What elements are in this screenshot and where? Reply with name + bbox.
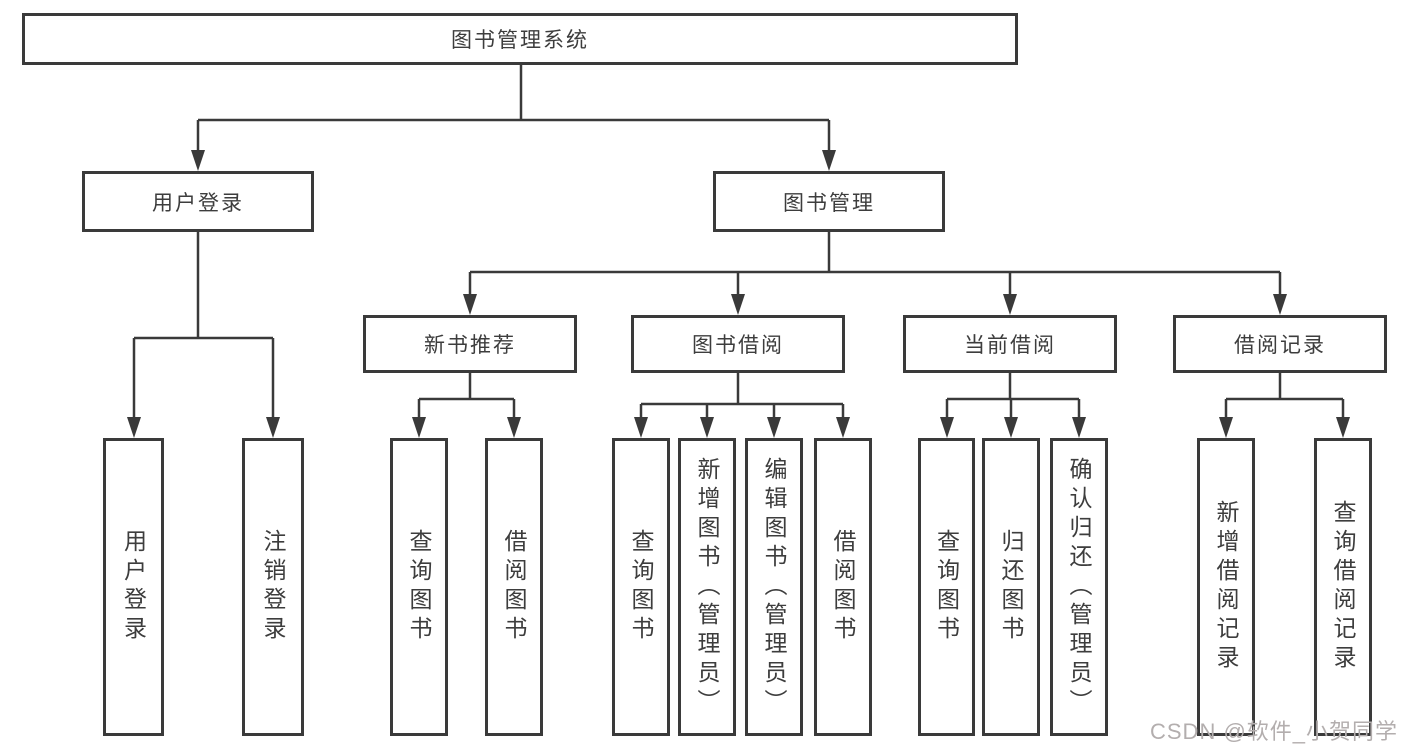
leaf-logout: 注销登录	[242, 438, 304, 736]
leaf-return-book-label: 归还图书	[998, 529, 1024, 645]
leaf-borrow-book-2: 借阅图书	[814, 438, 872, 736]
csdn-watermark: CSDN @软件_小贺同学	[1150, 719, 1399, 744]
leaf-confirm-return-admin: 确认归还（管理员）	[1050, 438, 1108, 736]
leaf-query-borrow-record: 查询借阅记录	[1314, 438, 1372, 736]
node-book-management: 图书管理	[713, 171, 945, 232]
leaf-query-book-2-label: 查询图书	[628, 529, 654, 645]
leaf-borrow-book-1-label: 借阅图书	[501, 529, 527, 645]
leaf-query-borrow-record-label: 查询借阅记录	[1330, 500, 1356, 674]
arrowhead-icons	[127, 150, 1350, 438]
node-book-borrow: 图书借阅	[631, 315, 845, 373]
leaf-query-book-1-label: 查询图书	[406, 529, 432, 645]
leaf-query-book-3-label: 查询图书	[933, 529, 960, 645]
node-borrow-records: 借阅记录	[1173, 315, 1387, 373]
leaf-user-login-label: 用户登录	[120, 529, 147, 645]
leaf-return-book: 归还图书	[982, 438, 1040, 736]
leaf-add-borrow-record: 新增借阅记录	[1197, 438, 1255, 736]
leaf-add-book-admin: 新增图书（管理员）	[678, 438, 736, 736]
node-root-system: 图书管理系统	[22, 13, 1018, 65]
leaf-query-book-3: 查询图书	[918, 438, 975, 736]
leaf-add-book-admin-label: 新增图书（管理员）	[694, 456, 720, 718]
leaf-edit-book-admin: 编辑图书（管理员）	[745, 438, 803, 736]
leaf-logout-label: 注销登录	[260, 529, 286, 645]
leaf-borrow-book-1: 借阅图书	[485, 438, 543, 736]
leaf-user-login: 用户登录	[103, 438, 164, 736]
leaf-query-book-2: 查询图书	[612, 438, 670, 736]
leaf-edit-book-admin-label: 编辑图书（管理员）	[761, 456, 787, 718]
leaf-add-borrow-record-label: 新增借阅记录	[1213, 500, 1239, 674]
node-new-book-recommend: 新书推荐	[363, 315, 577, 373]
leaf-borrow-book-2-label: 借阅图书	[830, 529, 856, 645]
node-current-borrow: 当前借阅	[903, 315, 1117, 373]
leaf-query-book-1: 查询图书	[390, 438, 448, 736]
node-user-login: 用户登录	[82, 171, 314, 232]
leaf-confirm-return-admin-label: 确认归还（管理员）	[1066, 456, 1092, 718]
